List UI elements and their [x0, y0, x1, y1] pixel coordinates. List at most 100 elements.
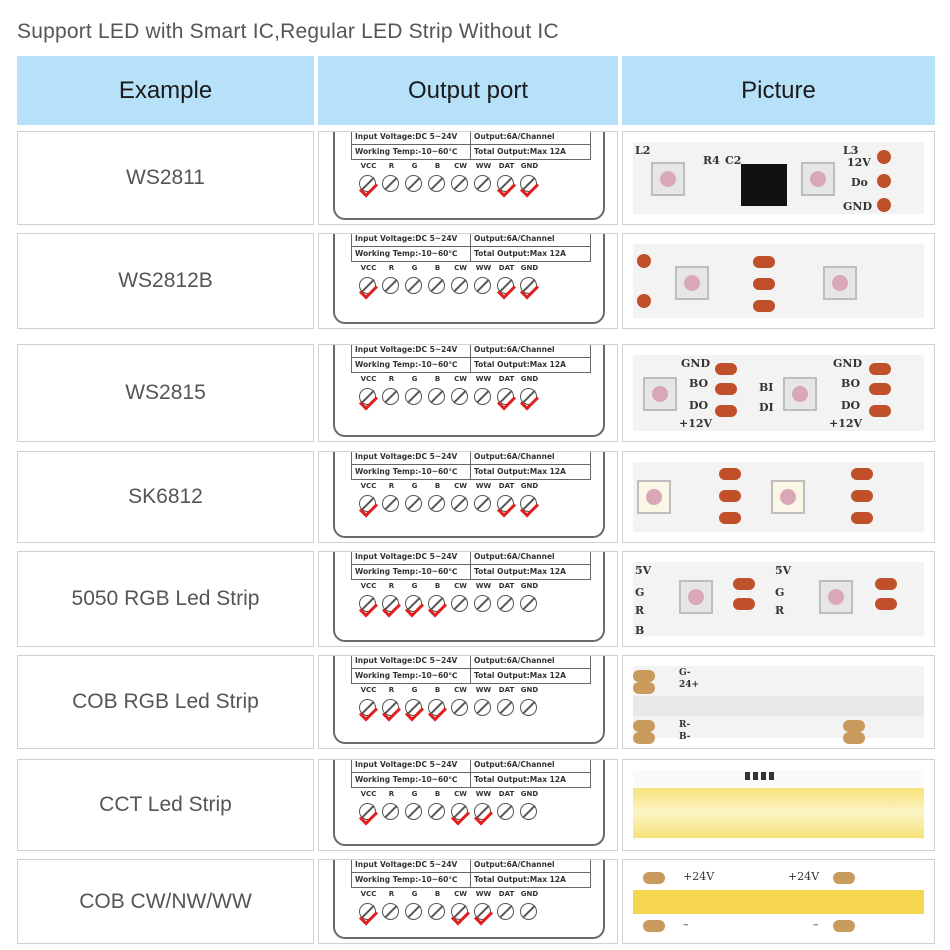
working-temp-text: Working Temp:-10~60℃ — [355, 671, 458, 680]
picture-cell: GND BO DO +12V BI DI GND BO DO +12V — [622, 344, 935, 442]
checked-terminal-icon — [403, 697, 426, 722]
pcb-text: G — [635, 586, 645, 599]
example-cell: SK6812 — [17, 451, 314, 543]
pin-label: G — [411, 264, 418, 272]
terminal-screw-icon — [380, 801, 403, 824]
output-text: Output:6A/Channel — [474, 234, 555, 243]
output-text: Output:6A/Channel — [474, 656, 555, 665]
terminal-screw-icon — [472, 386, 495, 409]
pin-label: VCC — [360, 582, 377, 590]
pin-label: R — [388, 686, 395, 694]
pin-label: R — [388, 482, 395, 490]
pcb-text: +12V — [679, 417, 713, 430]
pin-label: GND — [520, 482, 539, 490]
table-row: WS2815 Input Voltage:DC 5~24V Output:6A/… — [17, 344, 935, 442]
example-cell: COB RGB Led Strip — [17, 655, 314, 749]
header-example: Example — [17, 56, 314, 125]
rgb-led-icon — [643, 377, 677, 411]
pin-label: B — [434, 375, 441, 383]
checked-terminal-icon — [518, 275, 541, 300]
pin-label: R — [388, 264, 395, 272]
picture-cell: L2 R4 C2 L3 12V Do GND — [622, 131, 935, 225]
pin-label: R — [388, 582, 395, 590]
pin-label: DAT — [498, 582, 515, 590]
pin-label: WW — [475, 375, 492, 383]
checked-terminal-icon — [472, 801, 495, 826]
pin-label: WW — [475, 582, 492, 590]
terminal-screw-icon — [449, 275, 472, 298]
rgb-led-icon — [823, 266, 857, 300]
pin-label: G — [411, 375, 418, 383]
header-picture: Picture — [622, 56, 935, 125]
input-voltage-text: Input Voltage:DC 5~24V — [355, 452, 458, 461]
rgbw-led-icon — [637, 480, 671, 514]
pin-label: DAT — [498, 482, 515, 490]
spec-box: Input Voltage:DC 5~24V Output:6A/Channel… — [351, 132, 591, 160]
output-text: Output:6A/Channel — [474, 132, 555, 141]
terminal-screw-icon — [403, 386, 426, 409]
input-voltage-text: Input Voltage:DC 5~24V — [355, 760, 458, 769]
total-output-text: Total Output:Max 12A — [474, 775, 566, 784]
pin-label: DAT — [498, 375, 515, 383]
pcb-text: 24+ — [679, 680, 700, 690]
output-port-cell: Input Voltage:DC 5~24V Output:6A/Channel… — [318, 131, 618, 225]
rgb-led-icon — [783, 377, 817, 411]
output-port-cell: Input Voltage:DC 5~24V Output:6A/Channel… — [318, 759, 618, 851]
pin-label: B — [434, 264, 441, 272]
pin-label: VCC — [360, 375, 377, 383]
table-row: CCT Led Strip Input Voltage:DC 5~24V Out… — [17, 759, 935, 851]
terminal-screw-icon — [449, 386, 472, 409]
pin-label: WW — [475, 162, 492, 170]
terminal-screw-icon — [380, 386, 403, 409]
terminal-screw-icon — [403, 801, 426, 824]
checked-terminal-icon — [495, 275, 518, 300]
table-header-row: Example Output port Picture — [17, 56, 935, 125]
pin-label: R — [388, 162, 395, 170]
pcb-text: B — [635, 624, 645, 637]
terminal-screw-icon — [472, 697, 495, 720]
checked-terminal-icon — [357, 593, 380, 618]
pin-label: WW — [475, 482, 492, 490]
example-label: 5050 RGB Led Strip — [71, 587, 260, 610]
terminal-screw-icon — [426, 275, 449, 298]
terminal-screw-icon — [472, 173, 495, 196]
pin-label: CW — [454, 790, 467, 798]
table-row: COB CW/NW/WW Input Voltage:DC 5~24V Outp… — [17, 859, 935, 944]
terminal-screw-icon — [449, 493, 472, 516]
example-cell: WS2815 — [17, 344, 314, 442]
pin-label: WW — [475, 686, 492, 694]
terminal-screw-icon — [426, 901, 449, 924]
controller-terminal-diagram: Input Voltage:DC 5~24V Output:6A/Channel… — [333, 656, 605, 744]
working-temp-text: Working Temp:-10~60℃ — [355, 467, 458, 476]
total-output-text: Total Output:Max 12A — [474, 147, 566, 156]
checked-terminal-icon — [472, 901, 495, 926]
pcb-text: – — [683, 918, 689, 931]
pin-label: DAT — [498, 686, 515, 694]
pin-label: G — [411, 890, 418, 898]
pcb-text: BO — [841, 377, 861, 390]
input-voltage-text: Input Voltage:DC 5~24V — [355, 860, 458, 869]
terminal-screw-icon — [426, 801, 449, 824]
table-row: SK6812 Input Voltage:DC 5~24V Output:6A/… — [17, 451, 935, 543]
cct-strip-image — [633, 770, 924, 840]
pin-label: R — [388, 375, 395, 383]
terminal-screw-icon — [380, 901, 403, 924]
pin-label: DAT — [498, 162, 515, 170]
pin-label: GND — [520, 582, 539, 590]
example-label: WS2811 — [126, 166, 205, 189]
checked-terminal-icon — [495, 386, 518, 411]
example-label: COB RGB Led Strip — [72, 690, 259, 713]
input-voltage-text: Input Voltage:DC 5~24V — [355, 234, 458, 243]
pin-label: WW — [475, 890, 492, 898]
terminal-screw-icon — [518, 901, 541, 924]
pin-label: CW — [454, 482, 467, 490]
pin-label: B — [434, 790, 441, 798]
rgb-led-icon — [679, 580, 713, 614]
terminal-screw-icon — [403, 173, 426, 196]
terminal-screw-icon — [495, 697, 518, 720]
total-output-text: Total Output:Max 12A — [474, 567, 566, 576]
rgb-led-icon — [651, 162, 685, 196]
pin-label: VCC — [360, 790, 377, 798]
picture-cell: 5V G R B 5V G R — [622, 551, 935, 647]
